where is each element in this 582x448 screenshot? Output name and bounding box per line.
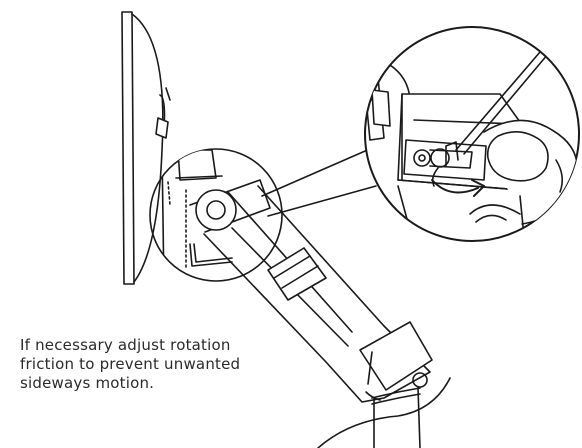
instruction-text: If necessary adjust rotation friction to… xyxy=(20,336,320,393)
desk-post xyxy=(317,377,451,448)
instruction-line-2: friction to prevent unwanted xyxy=(20,355,241,373)
instruction-line-3: sideways motion. xyxy=(20,374,155,392)
instruction-line-1: If necessary adjust rotation xyxy=(20,336,231,354)
allen-key-small xyxy=(189,243,233,267)
arm-pivot xyxy=(195,189,237,231)
zoom-detail-circle xyxy=(364,26,580,242)
monitor-profile xyxy=(121,11,171,285)
small-detail-circle xyxy=(149,148,283,282)
callout-lines xyxy=(261,147,377,217)
